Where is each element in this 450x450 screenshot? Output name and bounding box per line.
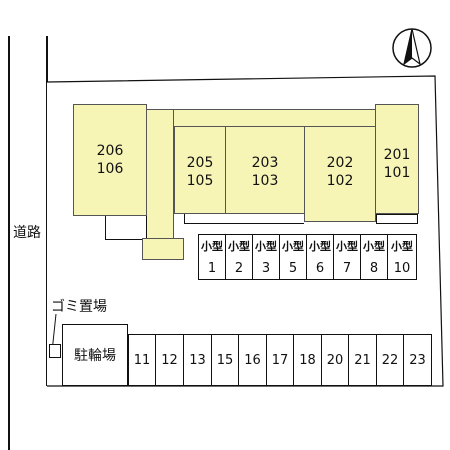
- parking-slot: 16: [238, 334, 267, 386]
- unit-number-lower: 106: [96, 161, 124, 177]
- slot-number: 3: [261, 260, 271, 276]
- parking-slot: 23: [403, 334, 432, 386]
- parking-slot: 21: [348, 334, 377, 386]
- small-parking-slot: 小型 5: [279, 234, 307, 280]
- unit-number-lower: 105: [186, 173, 214, 189]
- small-parking-slot: 小型 2: [225, 234, 253, 280]
- small-parking-slot: 小型 8: [360, 234, 388, 280]
- building-label: 203 103: [225, 152, 305, 192]
- unit-number-lower: 101: [383, 165, 411, 181]
- north-arrow-icon: [392, 28, 432, 68]
- building-202-102: [304, 126, 376, 222]
- slot-type: 小型: [391, 240, 413, 254]
- slot-number: 21: [354, 352, 371, 368]
- slot-number: 22: [381, 352, 399, 368]
- unit-number-lower: 103: [251, 173, 279, 189]
- slot-number: 1: [207, 260, 217, 276]
- slot-type: 小型: [255, 240, 277, 254]
- small-parking-slot: 小型 10: [387, 234, 417, 280]
- slot-number: 7: [342, 260, 352, 276]
- small-parking-slot: 小型 3: [252, 234, 280, 280]
- entrance-step: [376, 214, 418, 224]
- slot-number: 8: [369, 260, 379, 276]
- building-203-103: [225, 126, 305, 214]
- bicycle-parking: 駐輪場: [62, 324, 128, 386]
- parking-slot: 22: [376, 334, 404, 386]
- entrance-step: [184, 214, 304, 224]
- parking-slot: 18: [293, 334, 322, 386]
- road-label: 道路: [13, 225, 41, 241]
- slot-number: 16: [244, 352, 261, 368]
- road-right-line-lower: [46, 82, 47, 386]
- unit-number-upper: 202: [326, 155, 354, 171]
- slot-number: 13: [189, 352, 206, 368]
- slot-number: 6: [315, 260, 325, 276]
- slot-number: 2: [234, 260, 244, 276]
- slot-number: 12: [161, 352, 178, 368]
- small-parking-slot: 小型 6: [306, 234, 334, 280]
- slot-number: 18: [299, 352, 316, 368]
- slot-type: 小型: [363, 240, 385, 254]
- building-201-101: [375, 104, 419, 214]
- small-parking-slot: 小型 1: [198, 234, 226, 280]
- slot-number: 15: [216, 352, 234, 368]
- parking-slot: 11: [128, 334, 156, 386]
- building-corridor-left: [146, 109, 174, 239]
- small-parking-slot: 小型 7: [333, 234, 361, 280]
- slot-type: 小型: [336, 240, 358, 254]
- building-206-106: [73, 104, 147, 216]
- parking-slot: 17: [266, 334, 294, 386]
- building-label: 201 101: [375, 144, 419, 184]
- parking-slot: 20: [321, 334, 349, 386]
- unit-number-upper: 205: [186, 155, 214, 171]
- slot-type: 小型: [228, 240, 250, 254]
- bicycle-parking-label: 駐輪場: [74, 348, 116, 364]
- slot-number: 17: [271, 352, 289, 368]
- slot-type: 小型: [309, 240, 331, 254]
- slot-number: 20: [326, 352, 344, 368]
- building-label: 202 102: [304, 152, 376, 192]
- parking-slot: 12: [155, 334, 184, 386]
- slot-number: 5: [288, 260, 298, 276]
- slot-number: 10: [393, 260, 411, 276]
- road-right-line: [46, 36, 48, 82]
- garbage-area-label: ゴミ置場: [51, 299, 107, 315]
- entrance-step: [105, 216, 147, 240]
- unit-number-upper: 201: [383, 147, 411, 163]
- slot-number: 11: [133, 352, 151, 368]
- slot-type: 小型: [282, 240, 304, 254]
- unit-number-upper: 203: [251, 155, 279, 171]
- parking-slot: 13: [183, 334, 212, 386]
- road-left-line: [8, 36, 10, 450]
- garbage-area: [49, 344, 61, 358]
- entrance-step: [142, 238, 184, 260]
- slot-number: 23: [409, 352, 426, 368]
- parking-slot: 15: [211, 334, 239, 386]
- unit-number-upper: 206: [96, 143, 124, 159]
- building-205-105: [174, 126, 226, 214]
- building-label: 206 106: [73, 140, 147, 180]
- building-label: 205 105: [174, 152, 226, 192]
- unit-number-lower: 102: [326, 173, 354, 189]
- slot-type: 小型: [201, 240, 223, 254]
